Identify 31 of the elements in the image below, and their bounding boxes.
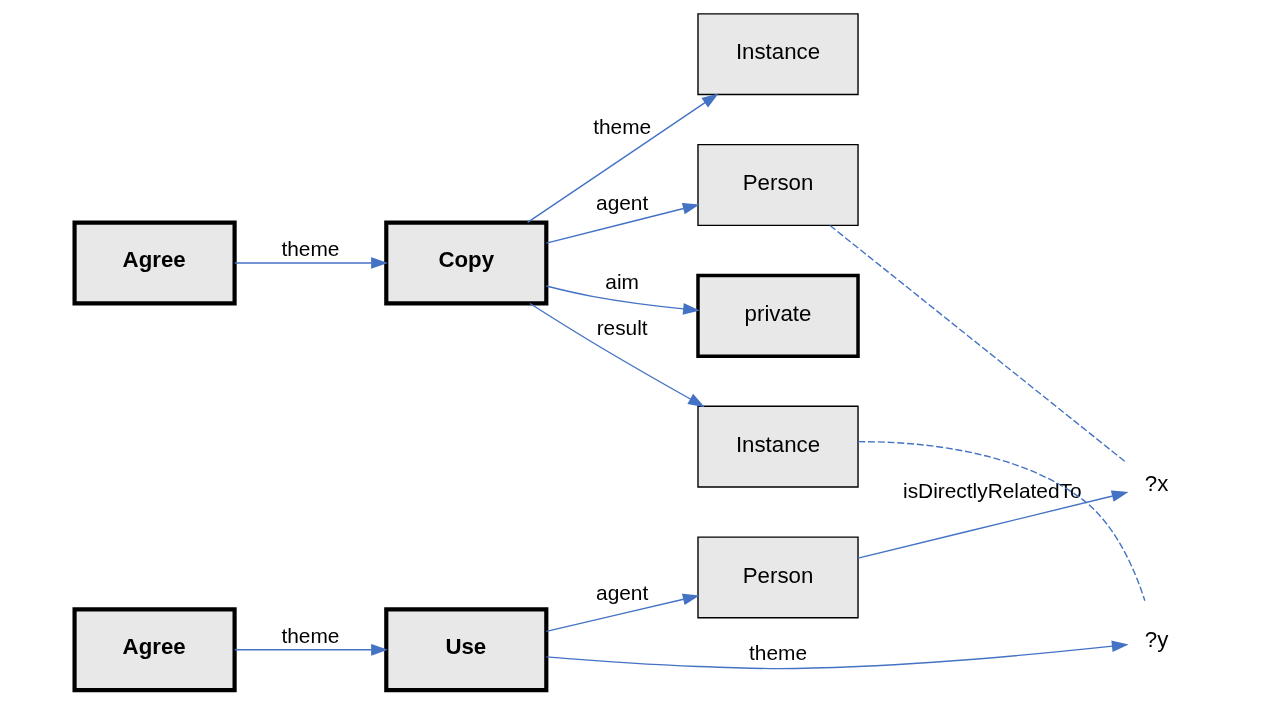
edge-label: theme [593,114,652,138]
node-box: Copy [384,220,549,306]
node-box: Instance [697,13,859,96]
arrow [234,643,388,656]
node-box: Person [697,536,859,619]
node-box: Agree [72,220,237,306]
node-box: Instance [697,405,859,488]
edge-label: agent [596,580,649,604]
edge-label: theme [281,236,340,260]
edge-label: agent [596,191,649,215]
node-text: ?y [1144,626,1169,652]
arrow [234,257,388,269]
edge-label: isDirectlyRelatedTo [903,479,1082,503]
connector [857,440,1146,602]
node-box: Use [384,607,549,693]
edge-label: aim [605,270,639,294]
node-box: private [696,273,860,358]
node-text: ?x [1144,470,1169,496]
node-box: Agree [72,607,237,693]
arrow [545,640,1129,670]
arrow [545,285,700,315]
edge-label: theme [749,640,807,664]
edge-label: result [596,316,648,340]
arrow [545,593,700,633]
node-box: Person [697,143,859,227]
arrow [526,93,719,224]
arrow [529,302,705,408]
edge-label: theme [281,623,340,647]
arrow [545,202,700,244]
arrow [857,490,1129,559]
connector [829,224,1127,464]
